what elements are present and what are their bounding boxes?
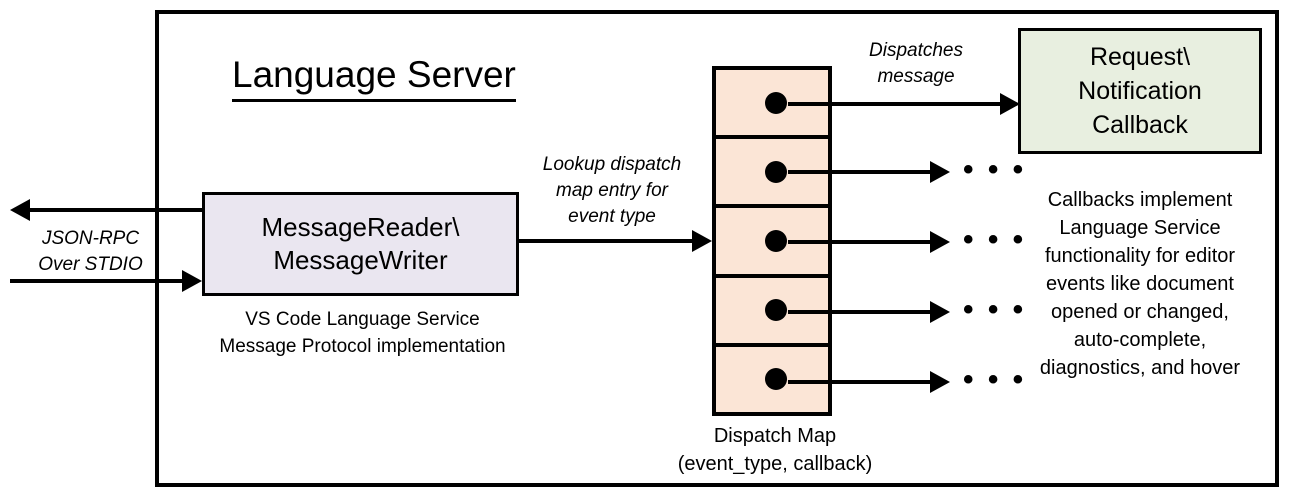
language-server-boundary [155,10,1279,487]
outbound-transport-line [30,208,205,212]
dispatch-map-row[interactable] [716,70,828,140]
callback-caption-line7: diagnostics, and hover [1039,357,1241,379]
dispatch-map-row[interactable] [716,139,828,209]
dispatch-map-caption: Dispatch Map (event_type, callback) [640,422,910,478]
dispatch-row2-ellipsis: • • • [963,153,1027,186]
callback-box-line3: Callback [1092,111,1188,139]
request-notification-callback-box[interactable]: Request\ Notification Callback [1018,28,1262,154]
callback-caption: Callbacks implement Language Service fun… [1008,186,1272,382]
dispatch-message-label-line2: message [877,66,955,87]
callback-caption-line2: Language Service [1059,217,1221,239]
callback-dot-icon [765,368,787,391]
callback-dot-icon [765,230,787,252]
dispatch-message-label-line1: Dispatches [869,40,963,61]
dispatch-row1-line [788,102,1003,106]
dispatch-map-row[interactable] [716,208,828,278]
dispatch-row5-line [788,380,933,384]
callback-caption-line6: auto-complete, [1073,329,1207,351]
lookup-dispatch-label-line2: map entry for [556,180,668,201]
dispatch-row3-arrowhead [930,231,950,253]
message-reader-writer-line1: MessageReader\ [261,212,460,242]
transport-label: JSON-RPC Over STDIO [18,226,163,278]
callback-dot-icon [765,299,787,322]
page-title: Language Server [232,52,516,102]
dispatch-map-row[interactable] [716,278,828,347]
message-reader-writer-caption-line1: VS Code Language Service [245,309,480,330]
lookup-dispatch-label-line3: event type [568,206,656,227]
inbound-transport-line [10,279,186,283]
dispatch-row3-ellipsis: • • • [963,223,1027,256]
callback-caption-line5: opened or changed, [1051,301,1229,323]
transport-label-line1: JSON-RPC [41,228,140,249]
dispatch-row5-ellipsis: • • • [963,363,1027,396]
dispatch-map-caption-line1: Dispatch Map [713,425,837,447]
outbound-transport-arrowhead [10,199,30,221]
message-reader-writer-box[interactable]: MessageReader\ MessageWriter [202,192,519,296]
callback-caption-line3: functionality for editor [1044,245,1236,267]
lookup-dispatch-label-line1: Lookup dispatch [542,154,682,175]
dispatch-row5-arrowhead [930,371,950,393]
lookup-dispatch-line [519,239,695,243]
lookup-dispatch-arrowhead [692,230,712,252]
message-reader-writer-caption-line2: Message Protocol implementation [219,336,506,357]
dispatch-map-caption-line2: (event_type, callback) [677,453,873,475]
callback-caption-line4: events like document [1046,273,1234,295]
message-reader-writer-caption: VS Code Language Service Message Protoco… [180,306,545,360]
dispatch-row2-line [788,170,933,174]
inbound-transport-arrowhead [182,270,202,292]
dispatch-row1-arrowhead [1000,93,1020,115]
callback-box-line2: Notification [1078,77,1202,105]
lookup-dispatch-label: Lookup dispatch map entry for event type [516,152,708,230]
dispatch-map-row[interactable] [716,347,828,412]
transport-label-line2: Over STDIO [38,254,143,275]
dispatch-row4-arrowhead [930,301,950,323]
callback-dot-icon [765,160,787,183]
dispatch-row4-line [788,310,933,314]
dispatch-row2-arrowhead [930,161,950,183]
dispatch-row4-ellipsis: • • • [963,293,1027,326]
message-reader-writer-line2: MessageWriter [273,245,448,275]
dispatch-message-label: Dispatches message [836,38,996,90]
dispatch-row3-line [788,240,933,244]
callback-box-line1: Request\ [1089,43,1191,71]
callback-dot-icon [765,91,787,114]
callback-caption-line1: Callbacks implement [1047,189,1233,211]
